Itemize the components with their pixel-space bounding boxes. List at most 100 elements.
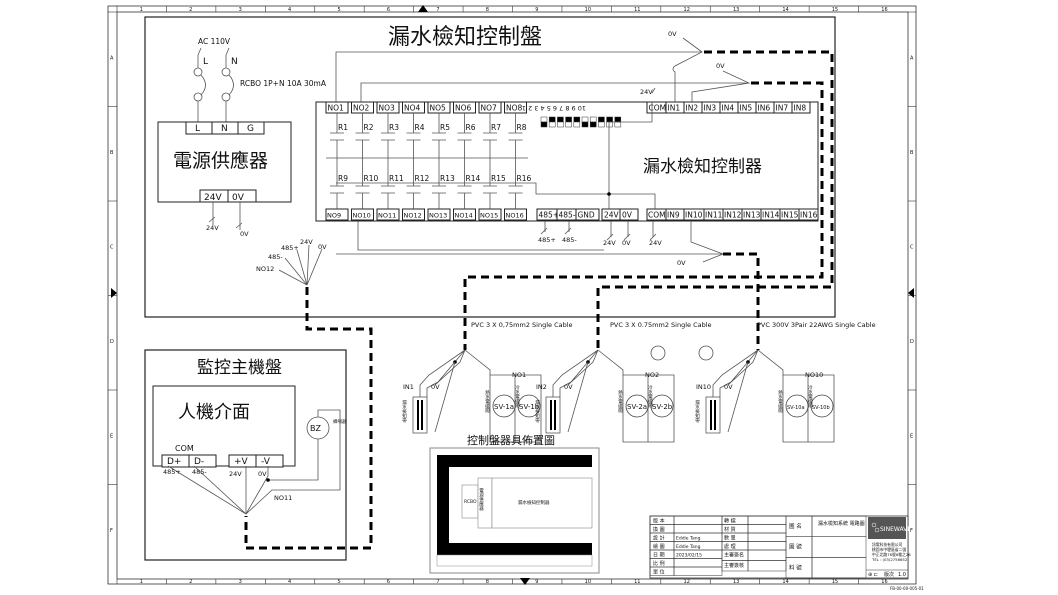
input-terminal-IN13: IN13: [743, 211, 761, 220]
dip-switch-7[interactable]: [565, 116, 572, 123]
ac-label: AC 110V: [198, 37, 231, 46]
wire-485p: 485+: [538, 236, 556, 244]
input-terminal-IN15: IN15: [781, 211, 799, 220]
valve-a: SV-2a: [627, 403, 647, 411]
dip-switch-9[interactable]: [548, 116, 556, 123]
spare-gland-1: [650, 345, 666, 361]
center-mark-top: [418, 5, 428, 12]
monitor-panel-title: 監控主機盤: [197, 358, 282, 378]
hmi-terminals: D+D-+V-V: [161, 454, 284, 468]
leak-controller: [315, 101, 819, 222]
ruler-col-13: 13: [733, 7, 739, 13]
sensor-strip-label: 漏水檢知帶: [695, 399, 700, 424]
hmi-terminal-D+: D+: [167, 457, 181, 467]
ruler-col-9: 9: [535, 7, 538, 13]
relay-label: R4: [415, 123, 425, 132]
ruler-row-A: A: [110, 55, 114, 61]
center-mark-bottom: [520, 578, 530, 585]
relay-label: R9: [338, 174, 348, 183]
center-mark-right: [908, 288, 914, 298]
power-supply-title: 電源供應器: [173, 149, 268, 172]
tb-label: 主審簽名: [724, 552, 744, 559]
hot-valve-label: 熱水電磁閥: [485, 389, 490, 414]
ruler-col-10: 10: [585, 579, 591, 585]
tb-label: 單 位: [653, 569, 665, 576]
ruler-row-D: D: [110, 339, 114, 345]
relay-tag: NO10: [805, 371, 823, 379]
tb-label: 數 量: [724, 535, 736, 542]
dip-switch-6[interactable]: [573, 116, 581, 123]
monitor-panel: [144, 349, 347, 561]
dip-switch-5[interactable]: [581, 116, 589, 123]
tb-label: 比 例: [653, 560, 665, 567]
ruler-col-3: 3: [239, 579, 242, 585]
psu-output-24V: 24V: [204, 193, 222, 203]
dip-switch-8[interactable]: [557, 116, 564, 123]
psu-output-0V: 0V: [232, 193, 245, 203]
input-terminal-IN12: IN12: [724, 211, 742, 220]
relay-label: R16: [517, 174, 532, 183]
sheet-value: 1.0: [898, 572, 906, 578]
sensor-ref-label: 0V: [564, 383, 573, 391]
ruler-col-6: 6: [387, 579, 390, 585]
ruler-col-7: 7: [436, 7, 439, 13]
hmi-com: COM: [175, 444, 194, 453]
tb-label: 換 圖: [653, 526, 665, 533]
tb-drawing-name: 漏水檢知系統 電路圖: [818, 520, 865, 527]
relay-terminal-top: NO2: [353, 104, 370, 113]
outer-frame: [107, 5, 917, 585]
ruler-row-B: B: [910, 150, 914, 156]
relay-array: NO1R1NO9R9NO2R2NO10R10NO3R3NO11R11NO4R4N…: [325, 101, 532, 221]
ruler-row-E: E: [110, 433, 113, 439]
relay-tag: NO1: [512, 371, 526, 379]
dip-switch-3[interactable]: [598, 116, 605, 123]
input-terminal-IN5: IN5: [740, 104, 753, 113]
dip-switch-2[interactable]: [606, 116, 613, 123]
tb-label: 轉 檔: [724, 518, 736, 525]
breaker-label: RCBO 1P+N 10A 30mA: [240, 79, 327, 88]
ruler-row-E: E: [910, 433, 913, 439]
relay-terminal-bottom: NO10: [353, 212, 371, 220]
ruler-col-14: 14: [782, 579, 788, 585]
ruler-col-10: 10: [585, 7, 591, 13]
hmi-terminal-+V: +V: [234, 457, 249, 467]
dip-switch-1[interactable]: [614, 116, 622, 123]
wire-24v: 24V: [603, 239, 616, 247]
valve-a: SV-10a: [787, 405, 805, 411]
ruler-col-15: 15: [832, 579, 838, 585]
relay-terminal-top: NO8: [506, 104, 523, 113]
relay-terminal-top: NO6: [455, 104, 472, 113]
fan-485p: 485+: [281, 244, 299, 252]
tb-label: 料 號: [789, 563, 802, 571]
wire-com-24v: 24V: [649, 239, 662, 247]
com-24v-label: 24V: [640, 88, 653, 96]
hmi-wire-485n: 485-: [192, 468, 207, 476]
psu-output-terminals: 24V 0V: [199, 189, 257, 203]
tb-label: 處 理: [724, 543, 736, 550]
fan-485n: 485-: [268, 253, 283, 261]
ruler-col-11: 11: [634, 7, 640, 13]
buzzer-label: BZ: [310, 424, 321, 433]
dip-switch-10[interactable]: [540, 116, 548, 123]
relay-terminal-bottom: NO14: [455, 212, 473, 220]
sheet-label: 版次: [884, 571, 894, 578]
sensor-strip-label: 漏水檢知帶: [402, 399, 407, 424]
ruler-col-6: 6: [387, 7, 390, 13]
ruler-row-A: A: [910, 55, 914, 61]
ruler-col-4: 4: [288, 579, 291, 585]
input-terminal-COM: COM: [648, 211, 666, 220]
dip-switch-4[interactable]: [589, 116, 597, 123]
cable-1: [463, 81, 824, 350]
hmi-terminal-D-: D-: [194, 457, 204, 467]
company-info: 桃園市中壢區省二號: [872, 547, 906, 552]
layout-controller: 漏水檢知控制器: [518, 499, 550, 506]
fan-24v: 24V: [300, 238, 313, 246]
cold-valve-label: 冷水電磁閥: [808, 384, 813, 409]
ruler-col-11: 11: [634, 579, 640, 585]
